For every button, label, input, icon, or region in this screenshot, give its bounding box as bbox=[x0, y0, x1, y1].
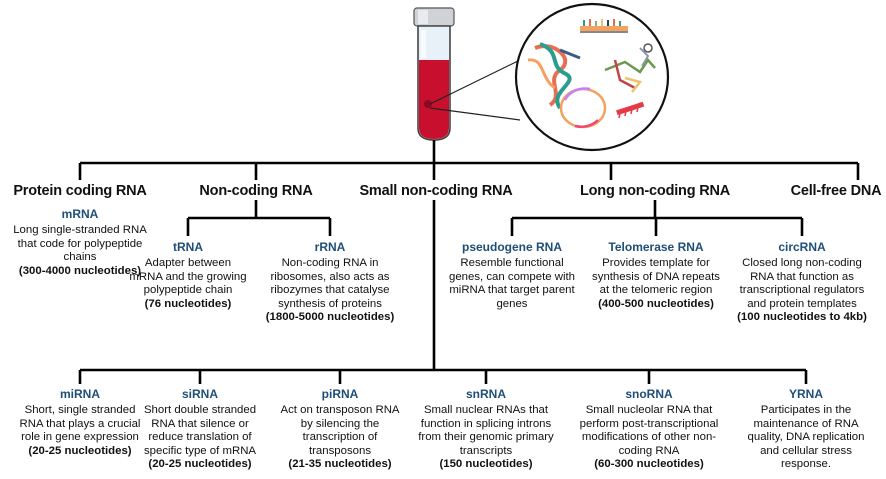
node-description: Adapter between mRNA and the growing pol… bbox=[129, 257, 247, 297]
node-title: piRNA bbox=[321, 387, 359, 401]
node-length: (400-500 nucleotides) bbox=[598, 297, 714, 310]
node-length: (100 nucleotides to 4kb) bbox=[737, 311, 867, 324]
node-description: Participates in the maintenance of RNA q… bbox=[747, 404, 865, 471]
node-length: (20-25 nucleotides) bbox=[28, 444, 132, 457]
category-small-non-coding: Small non-coding RNA bbox=[359, 183, 513, 199]
node-description: Small nuclear RNAs that function in spli… bbox=[418, 404, 554, 457]
node-length: (21-35 nucleotides) bbox=[288, 458, 392, 471]
category-non-coding: Non-coding RNA bbox=[199, 183, 313, 199]
node-description: Act on transposon RNA by silencing the t… bbox=[280, 404, 400, 457]
node-title: tRNA bbox=[173, 240, 203, 254]
node-description: Provides template for synthesis of DNA r… bbox=[592, 257, 720, 297]
category-protein-coding: Protein coding RNA bbox=[13, 183, 147, 199]
node-circrna: circRNA Closed long non-coding RNA that … bbox=[732, 240, 872, 325]
node-snorna: snoRNA Small nucleolar RNA that perform … bbox=[574, 387, 724, 472]
node-length: (150 nucleotides) bbox=[439, 458, 533, 471]
node-sirna: siRNA Short double stranded RNA that sil… bbox=[136, 387, 264, 472]
category-long-non-coding: Long non-coding RNA bbox=[579, 183, 731, 199]
node-title: rRNA bbox=[314, 240, 346, 254]
node-pseudogene-rna: pseudogene RNA Resemble functional genes… bbox=[442, 240, 582, 311]
node-trna: tRNA Adapter between mRNA and the growin… bbox=[128, 240, 248, 311]
node-description: Small nucleolar RNA that perform post-tr… bbox=[579, 404, 719, 457]
node-title: circRNA bbox=[778, 240, 826, 254]
node-length: (60-300 nucleotides) bbox=[594, 458, 704, 471]
node-title: YRNA bbox=[788, 387, 823, 401]
category-cell-free-dna: Cell-free DNA bbox=[790, 183, 882, 199]
node-yrna: YRNA Participates in the maintenance of … bbox=[747, 387, 865, 472]
node-length: (1800-5000 nucleotides) bbox=[265, 311, 395, 324]
node-description: Short double stranded RNA that silence o… bbox=[143, 404, 257, 457]
node-title: miRNA bbox=[59, 387, 100, 401]
node-title: pseudogene RNA bbox=[461, 240, 562, 254]
node-length: (20-25 nucleotides) bbox=[148, 458, 252, 471]
node-pirna: piRNA Act on transposon RNA by silencing… bbox=[276, 387, 404, 472]
node-description: Resemble functional genes, can compete w… bbox=[448, 257, 575, 310]
node-title: snoRNA bbox=[625, 387, 673, 401]
node-length: (300-4000 nucleotides) bbox=[18, 264, 142, 277]
node-title: mRNA bbox=[61, 207, 99, 221]
node-description: Non-coding RNA in ribosomes, also acts a… bbox=[270, 257, 390, 310]
node-description: Closed long non-coding RNA that function… bbox=[739, 257, 865, 310]
node-title: siRNA bbox=[181, 387, 218, 401]
node-telomerase-rna: Telomerase RNA Provides template for syn… bbox=[589, 240, 724, 311]
node-snrna: snRNA Small nuclear RNAs that function i… bbox=[416, 387, 556, 472]
node-rrna: rRNA Non-coding RNA in ribosomes, also a… bbox=[260, 240, 400, 325]
node-mrna: mRNA Long single-stranded RNA that code … bbox=[5, 207, 155, 278]
node-length: (76 nucleotides) bbox=[144, 297, 232, 310]
node-mirna: miRNA Short, single stranded RNA that pl… bbox=[11, 387, 149, 458]
node-title: Telomerase RNA bbox=[608, 240, 704, 254]
rna-structures-magnifier-icon bbox=[514, 2, 670, 152]
node-description: Short, single stranded RNA that plays a … bbox=[19, 404, 141, 444]
node-title: snRNA bbox=[465, 387, 506, 401]
node-description: Long single-stranded RNA that code for p… bbox=[13, 224, 147, 264]
illustration bbox=[413, 2, 670, 152]
